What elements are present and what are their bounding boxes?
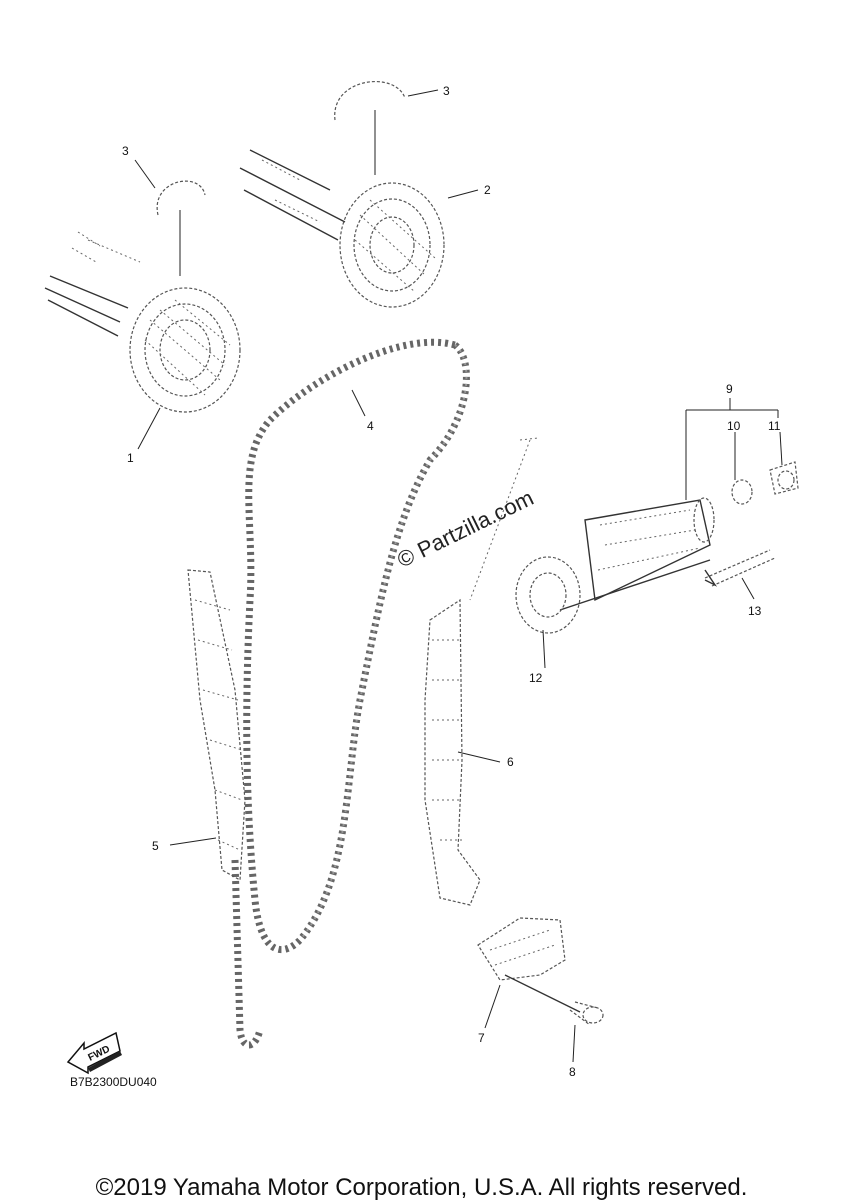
callout-7: 7 xyxy=(478,1031,485,1045)
copyright-notice: ©2019 Yamaha Motor Corporation, U.S.A. A… xyxy=(95,1174,748,1201)
tensioner-assembly-9 xyxy=(469,437,715,611)
pin-8 xyxy=(504,974,604,1026)
parts-diagram: 1 2 3 3 4 5 6 7 8 9 10 11 12 13 © Partzi… xyxy=(44,81,799,1089)
timing-chain-4 xyxy=(231,338,470,1049)
guide-bolt-7 xyxy=(477,917,566,981)
callout-1: 1 xyxy=(127,451,134,465)
callout-3-right: 3 xyxy=(443,84,450,98)
washer-10 xyxy=(731,479,753,505)
callout-10: 10 xyxy=(727,419,741,433)
camshaft-2 xyxy=(239,149,445,308)
callout-6: 6 xyxy=(507,755,514,769)
bolt-11 xyxy=(769,461,799,495)
camshaft-1 xyxy=(44,231,241,413)
callout-12: 12 xyxy=(529,671,543,685)
circlip-3-right xyxy=(334,81,406,121)
callout-13: 13 xyxy=(748,604,762,618)
gasket-12 xyxy=(515,556,581,634)
diagram-code: B7B2300DU040 xyxy=(70,1075,157,1089)
callout-3-left: 3 xyxy=(122,144,129,158)
callout-2: 2 xyxy=(484,183,491,197)
callout-4: 4 xyxy=(367,419,374,433)
spring-13 xyxy=(704,549,776,587)
callout-5: 5 xyxy=(152,839,159,853)
callout-9: 9 xyxy=(726,382,733,396)
chain-guide-6 xyxy=(424,598,481,906)
leader-lines xyxy=(134,89,783,1063)
callout-11: 11 xyxy=(768,419,781,433)
callout-8: 8 xyxy=(569,1065,576,1079)
fwd-arrow-icon: FWD xyxy=(66,1031,122,1075)
circlip-3-left xyxy=(156,180,206,216)
chain-guide-5 xyxy=(187,569,246,881)
